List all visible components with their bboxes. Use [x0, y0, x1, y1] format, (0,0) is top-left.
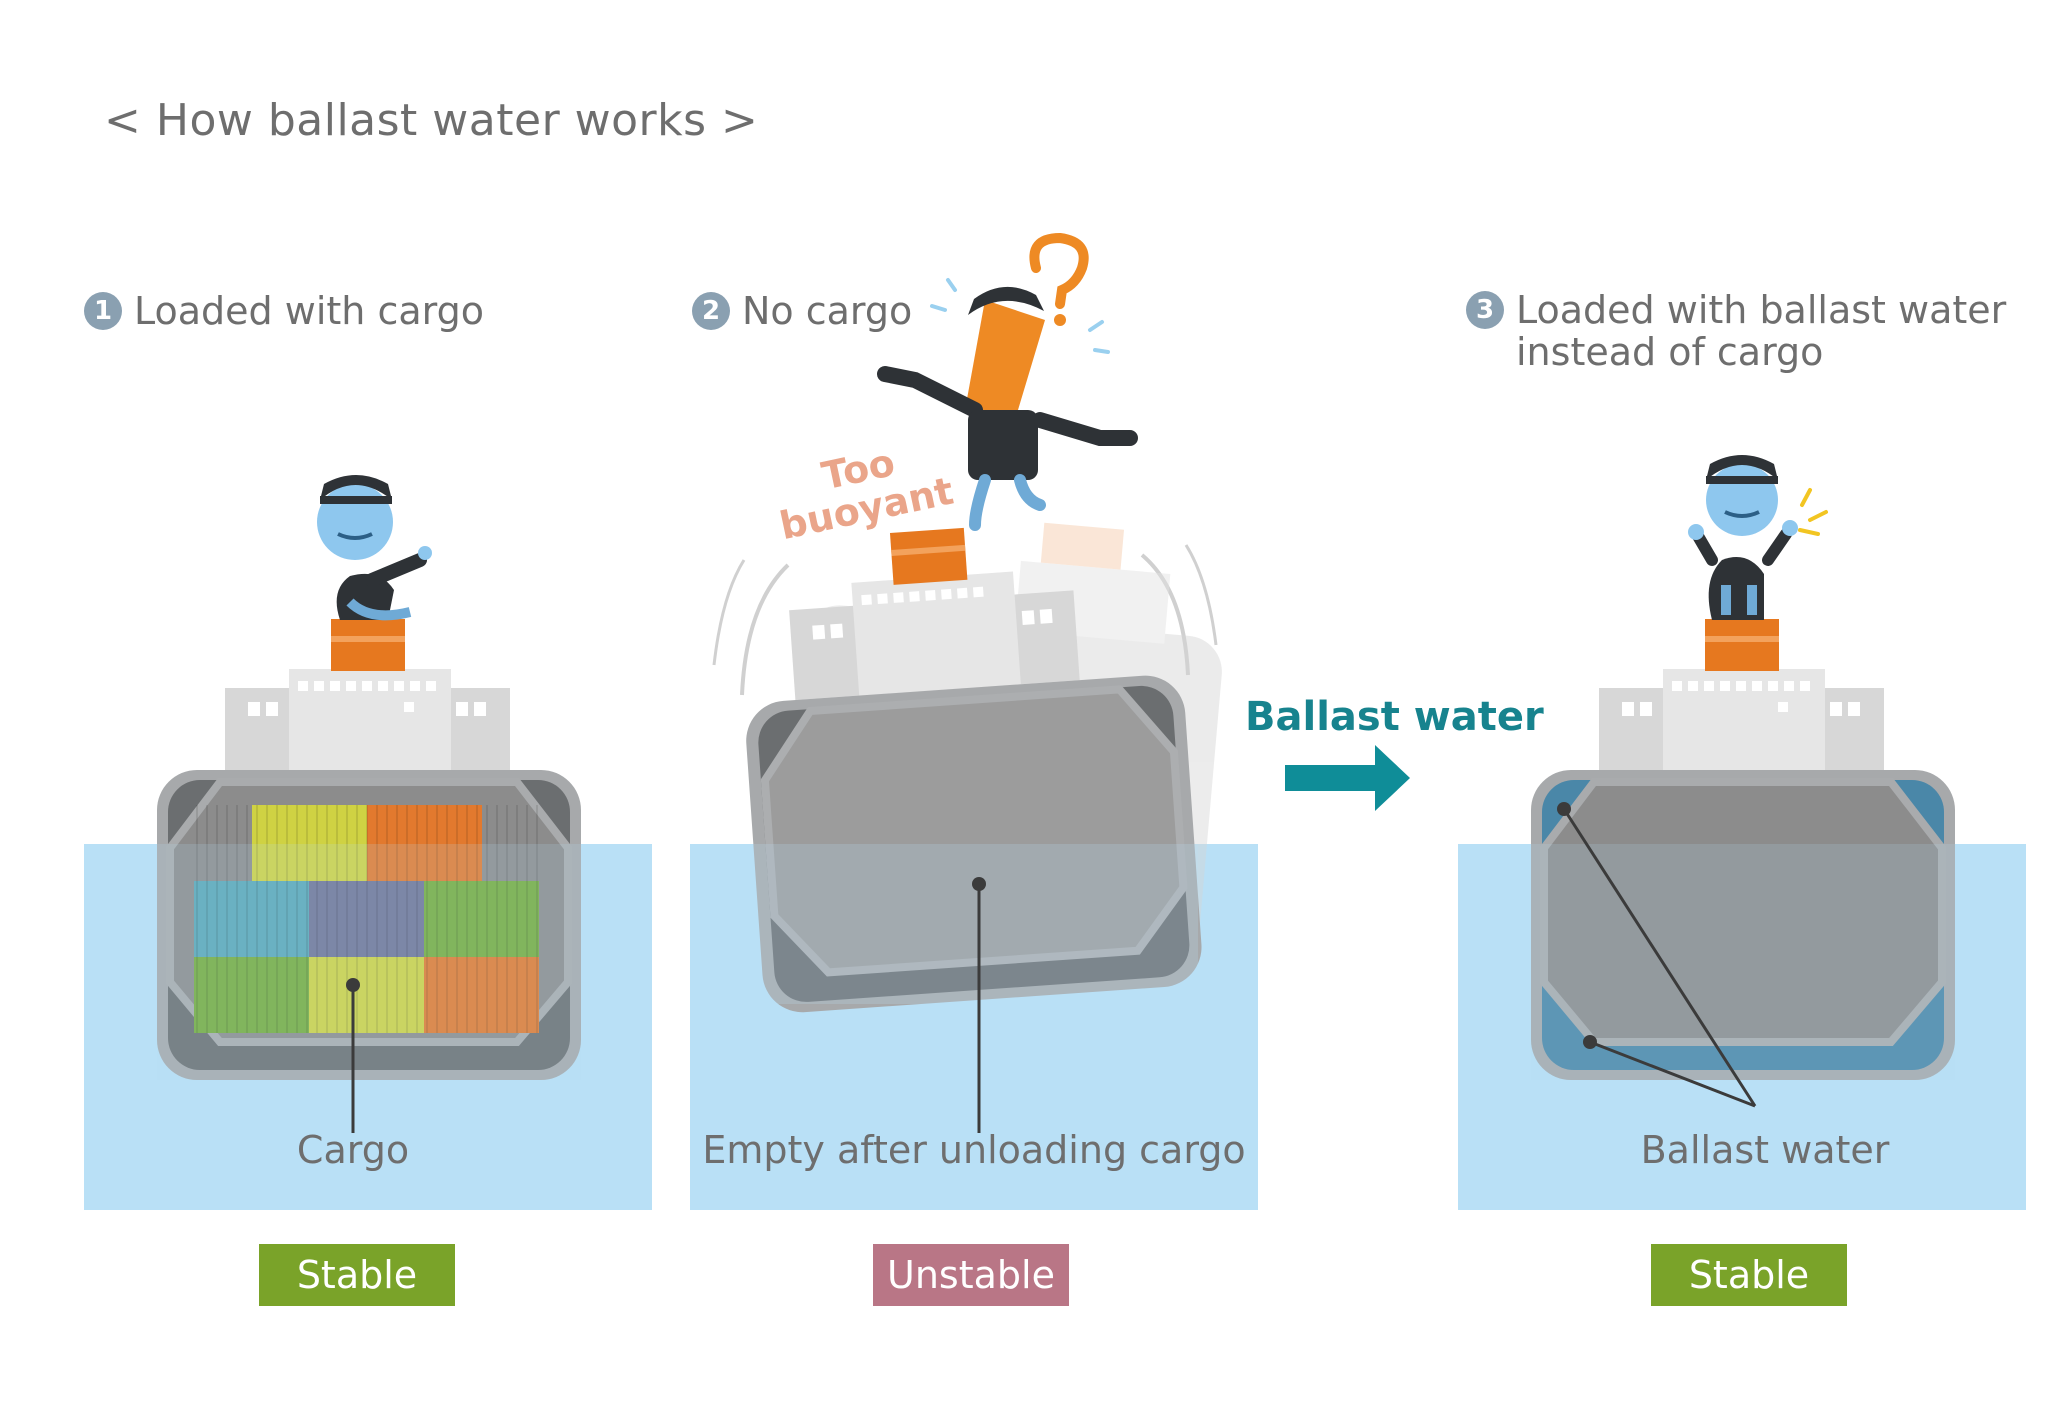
- step-3-label-line-1: Loaded with ballast water: [1516, 288, 2007, 332]
- cargo-box-top-3: [1705, 619, 1779, 671]
- panel-1-ship: [84, 475, 652, 1210]
- step-3-heading: 3 Loaded with ballast water instead of c…: [1466, 289, 2006, 373]
- page-title: < How ballast water works >: [104, 95, 759, 146]
- status-badge-2: Unstable: [873, 1244, 1069, 1306]
- ballast-water-arrow-label: Ballast water: [1245, 694, 1544, 740]
- question-mark-icon: [1029, 232, 1089, 326]
- step-3-label-line-2: instead of cargo: [1516, 330, 1824, 374]
- cargo-box-top-1: [331, 619, 405, 671]
- callout-ballast-water: Ballast water: [1640, 1128, 1890, 1172]
- step-3-label: Loaded with ballast water instead of car…: [1516, 289, 2006, 373]
- step-3-number: 3: [1466, 291, 1504, 329]
- panel-2-ship: [690, 232, 1258, 1210]
- step-1-heading: 1 Loaded with cargo: [84, 289, 484, 333]
- status-badge-1: Stable: [259, 1244, 455, 1306]
- cargo-containers: [194, 805, 539, 1033]
- captain-character-thumbsup-icon: [1688, 455, 1798, 620]
- captain-character-falling-icon: [877, 286, 1138, 531]
- captain-character-icon: [317, 475, 432, 621]
- step-1-label: Loaded with cargo: [134, 289, 484, 333]
- callout-empty: Empty after unloading cargo: [702, 1128, 1246, 1172]
- step-2-number: 2: [692, 292, 730, 330]
- arrow-right-icon: [1285, 745, 1410, 811]
- step-2-label: No cargo: [742, 289, 913, 333]
- step-1-number: 1: [84, 292, 122, 330]
- status-badge-3: Stable: [1651, 1244, 1847, 1306]
- step-2-heading: 2 No cargo: [692, 289, 912, 333]
- callout-cargo: Cargo: [296, 1128, 410, 1172]
- cargo-box-top-2: [889, 527, 968, 585]
- panel-3-ship: [1458, 455, 2026, 1210]
